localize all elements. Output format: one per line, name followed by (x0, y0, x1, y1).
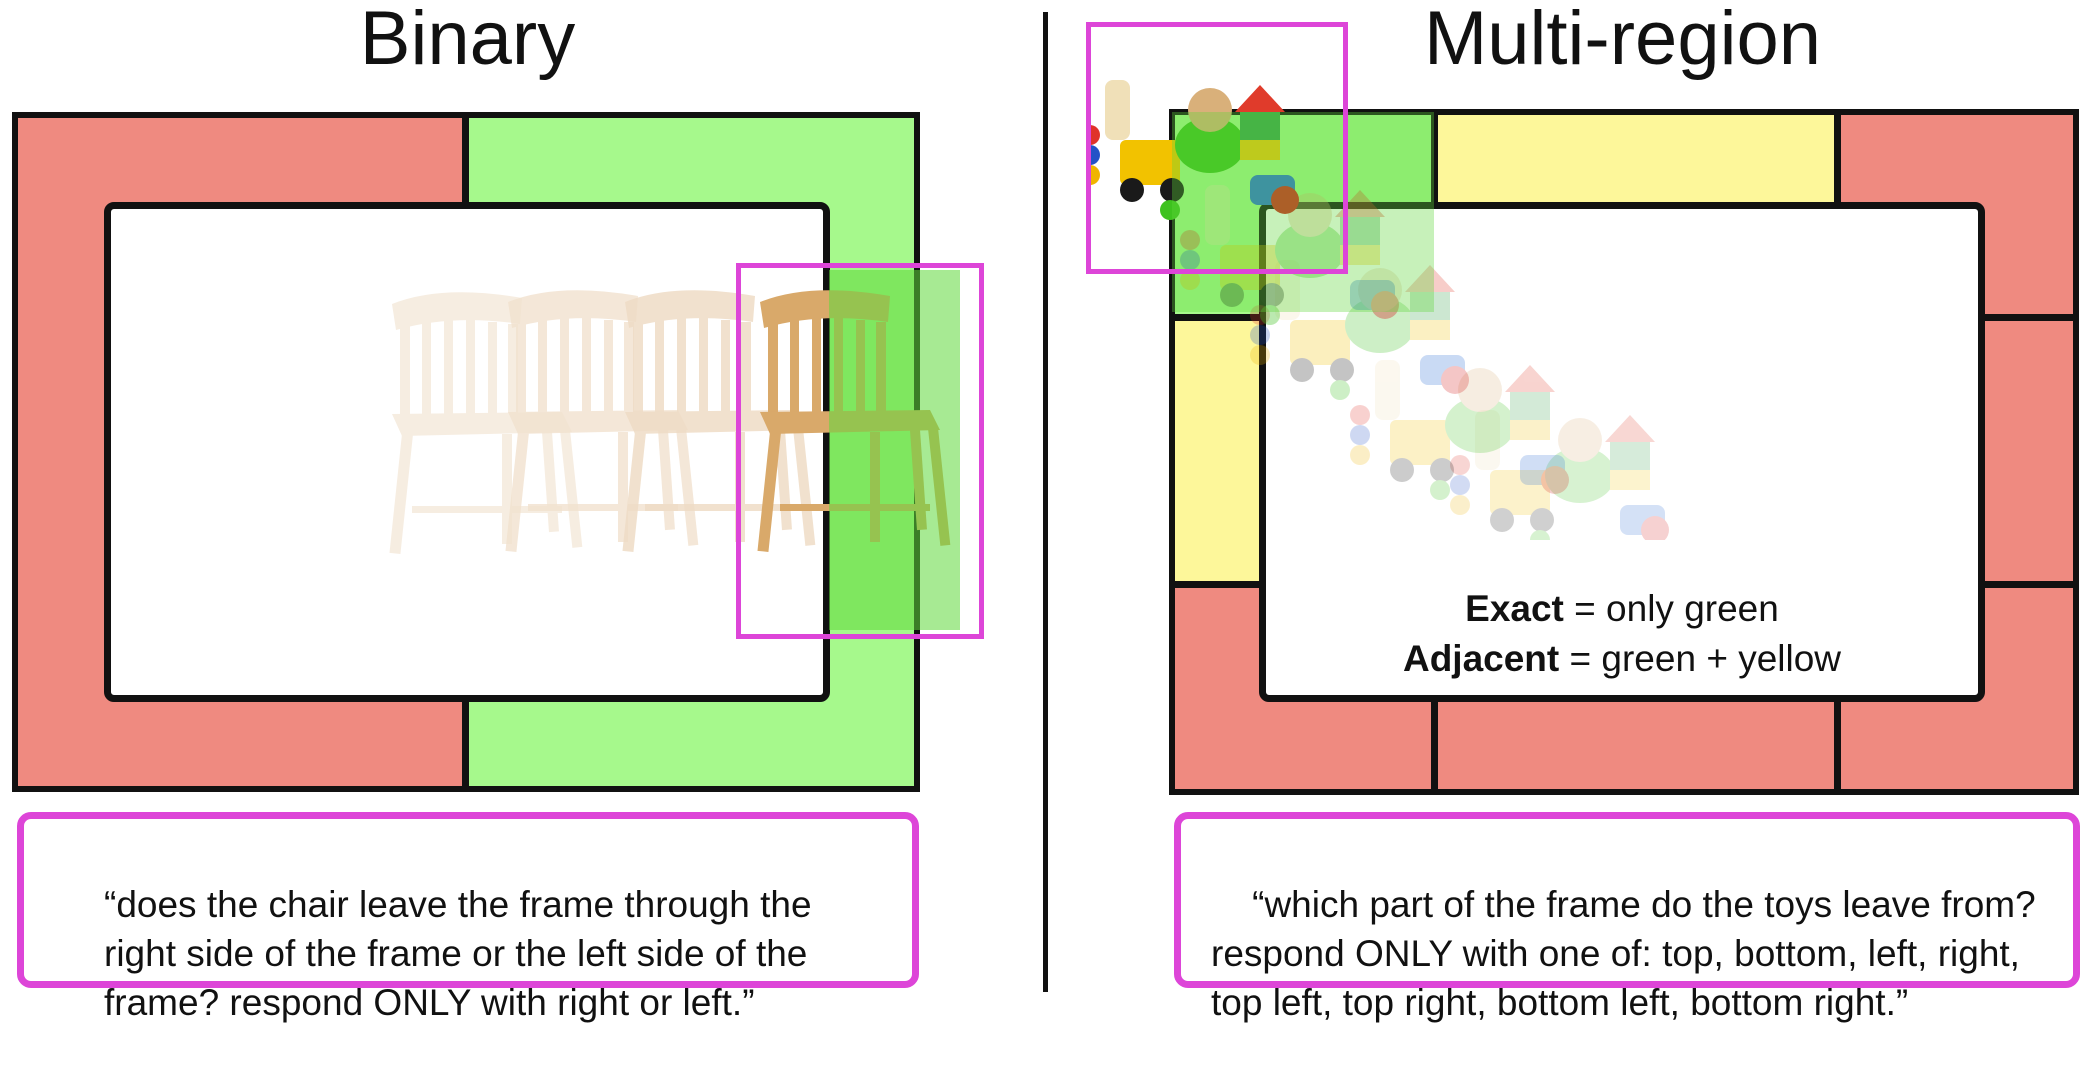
grid-line-v2-bottom (1834, 696, 1841, 792)
legend-adjacent: Adjacent = green + yellow (1262, 634, 1982, 684)
region-legend: Exact = only green Adjacent = green + ye… (1262, 584, 1982, 684)
binary-prompt-text: “does the chair leave the frame through … (104, 884, 812, 1023)
legend-adjacent-desc: = green + yellow (1559, 638, 1842, 679)
region-bottom-red (1434, 700, 1838, 792)
region-top-yellow (1434, 112, 1838, 202)
chair-sequence (389, 270, 960, 630)
grid-line-h1-right (1976, 314, 2076, 321)
grid-line-h2-right (1976, 581, 2076, 588)
chair-green-overlay (829, 270, 960, 630)
region-right-red (1980, 317, 2076, 585)
grid-line-v1-top (1431, 112, 1438, 208)
toys-highlight-box (1086, 22, 1348, 274)
toys-sequence (1090, 80, 1669, 540)
multi-prompt-box: “which part of the frame do the toys lea… (1174, 812, 2080, 1023)
legend-exact: Exact = only green (1262, 584, 1982, 634)
binary-title: Binary (359, 0, 576, 81)
binary-prompt-box: “does the chair leave the frame through … (17, 812, 919, 1023)
multi-prompt-text: “which part of the frame do the toys lea… (1211, 884, 2036, 1023)
multi-region-title: Multi-region (1423, 0, 1822, 81)
grid-line-v2-top (1834, 112, 1841, 208)
grid-line-h1-left (1172, 314, 1268, 321)
multi-outer-frame (1169, 109, 2079, 795)
toys-green-overlay (1172, 112, 1434, 312)
grid-line-h2-left (1172, 581, 1268, 588)
region-left-yellow (1172, 317, 1262, 585)
grid-line-v1-bottom (1431, 696, 1438, 792)
binary-inner-frame (104, 202, 830, 702)
chair-highlight-box (736, 263, 984, 639)
legend-exact-term: Exact (1465, 588, 1564, 629)
legend-exact-desc: = only green (1563, 588, 1779, 629)
legend-adjacent-term: Adjacent (1402, 638, 1560, 679)
panel-divider (1043, 12, 1048, 992)
